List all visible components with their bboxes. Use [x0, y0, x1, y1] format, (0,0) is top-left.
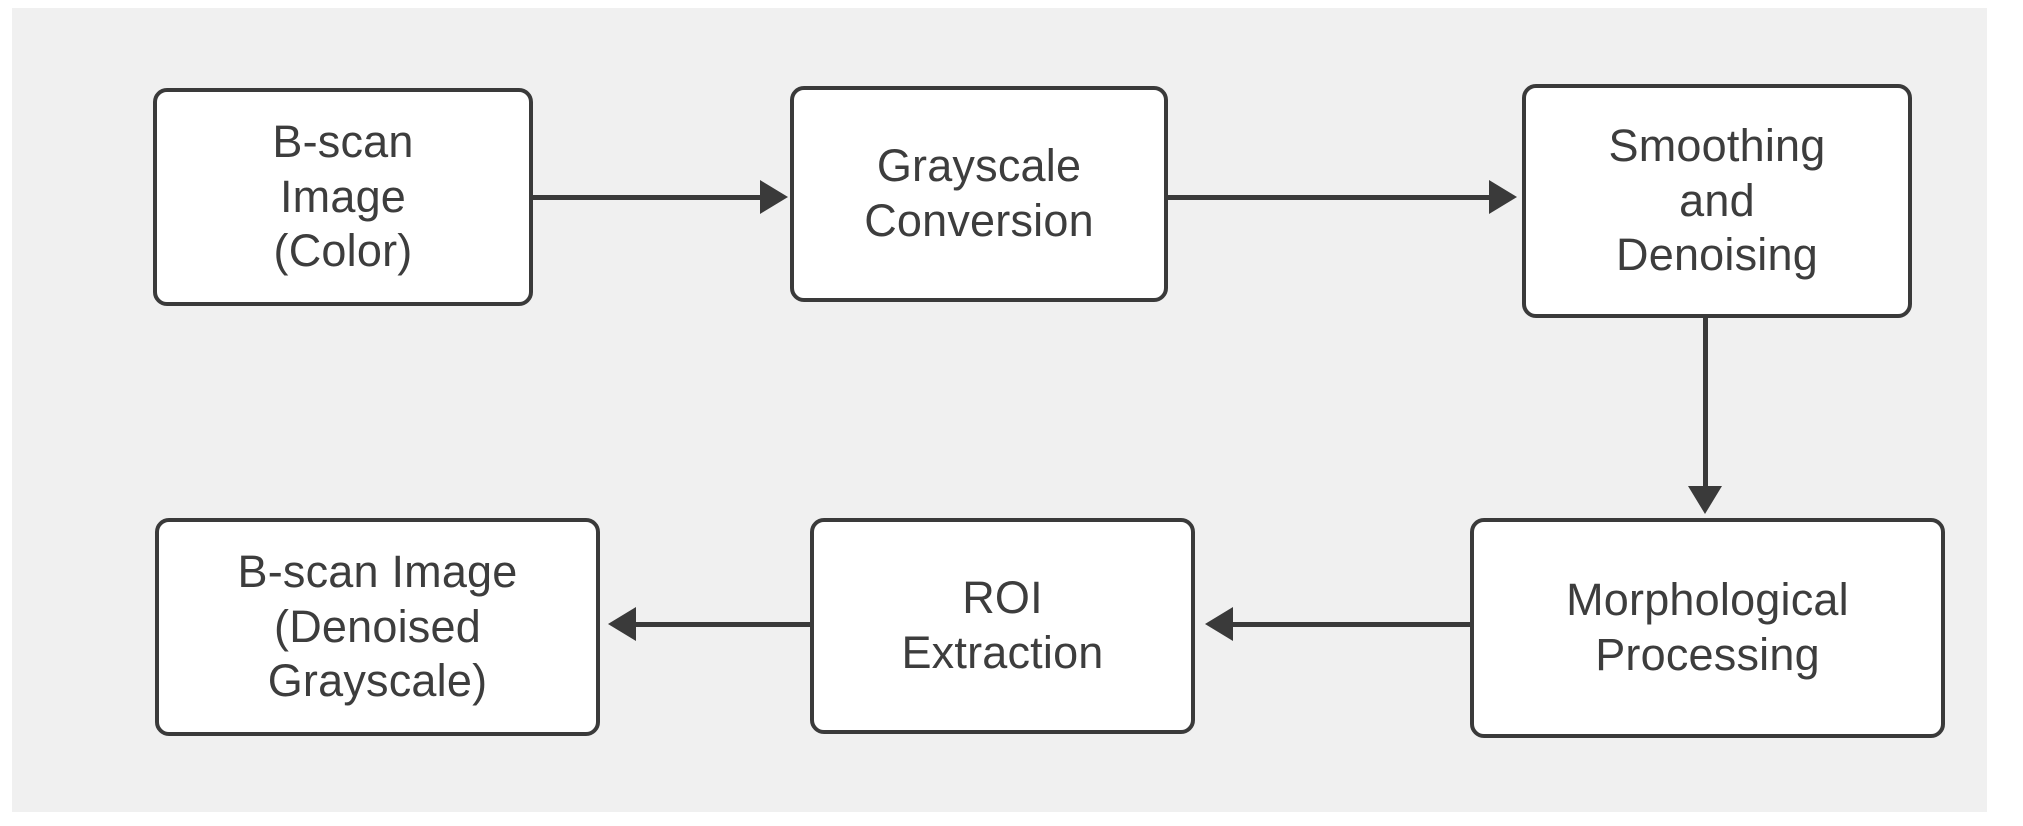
node-label: Grayscale Conversion [864, 140, 1094, 246]
edge-line [1168, 195, 1490, 200]
node-roi-extraction[interactable]: ROI Extraction [810, 518, 1195, 734]
edge-line [533, 195, 765, 200]
edge-line [1232, 622, 1472, 627]
node-label: Morphological Processing [1566, 574, 1849, 680]
arrow-right-icon [760, 180, 788, 214]
arrow-down-icon [1688, 486, 1722, 514]
node-smoothing-and-denoising[interactable]: Smoothing and Denoising [1522, 84, 1912, 318]
node-bscan-image-color[interactable]: B-scan Image (Color) [153, 88, 533, 306]
arrow-left-icon [608, 607, 636, 641]
node-morphological-processing[interactable]: Morphological Processing [1470, 518, 1945, 738]
node-label: ROI Extraction [901, 572, 1104, 678]
arrow-right-icon [1489, 180, 1517, 214]
node-grayscale-conversion[interactable]: Grayscale Conversion [790, 86, 1168, 302]
edge-line [636, 622, 812, 627]
node-label: Smoothing and Denoising [1608, 119, 1826, 281]
node-bscan-image-denoised-grayscale[interactable]: B-scan Image (Denoised Grayscale) [155, 518, 600, 736]
node-label: B-scan Image (Denoised Grayscale) [237, 545, 518, 707]
arrow-left-icon [1205, 607, 1233, 641]
edge-line [1703, 318, 1708, 488]
node-label: B-scan Image (Color) [272, 115, 414, 277]
